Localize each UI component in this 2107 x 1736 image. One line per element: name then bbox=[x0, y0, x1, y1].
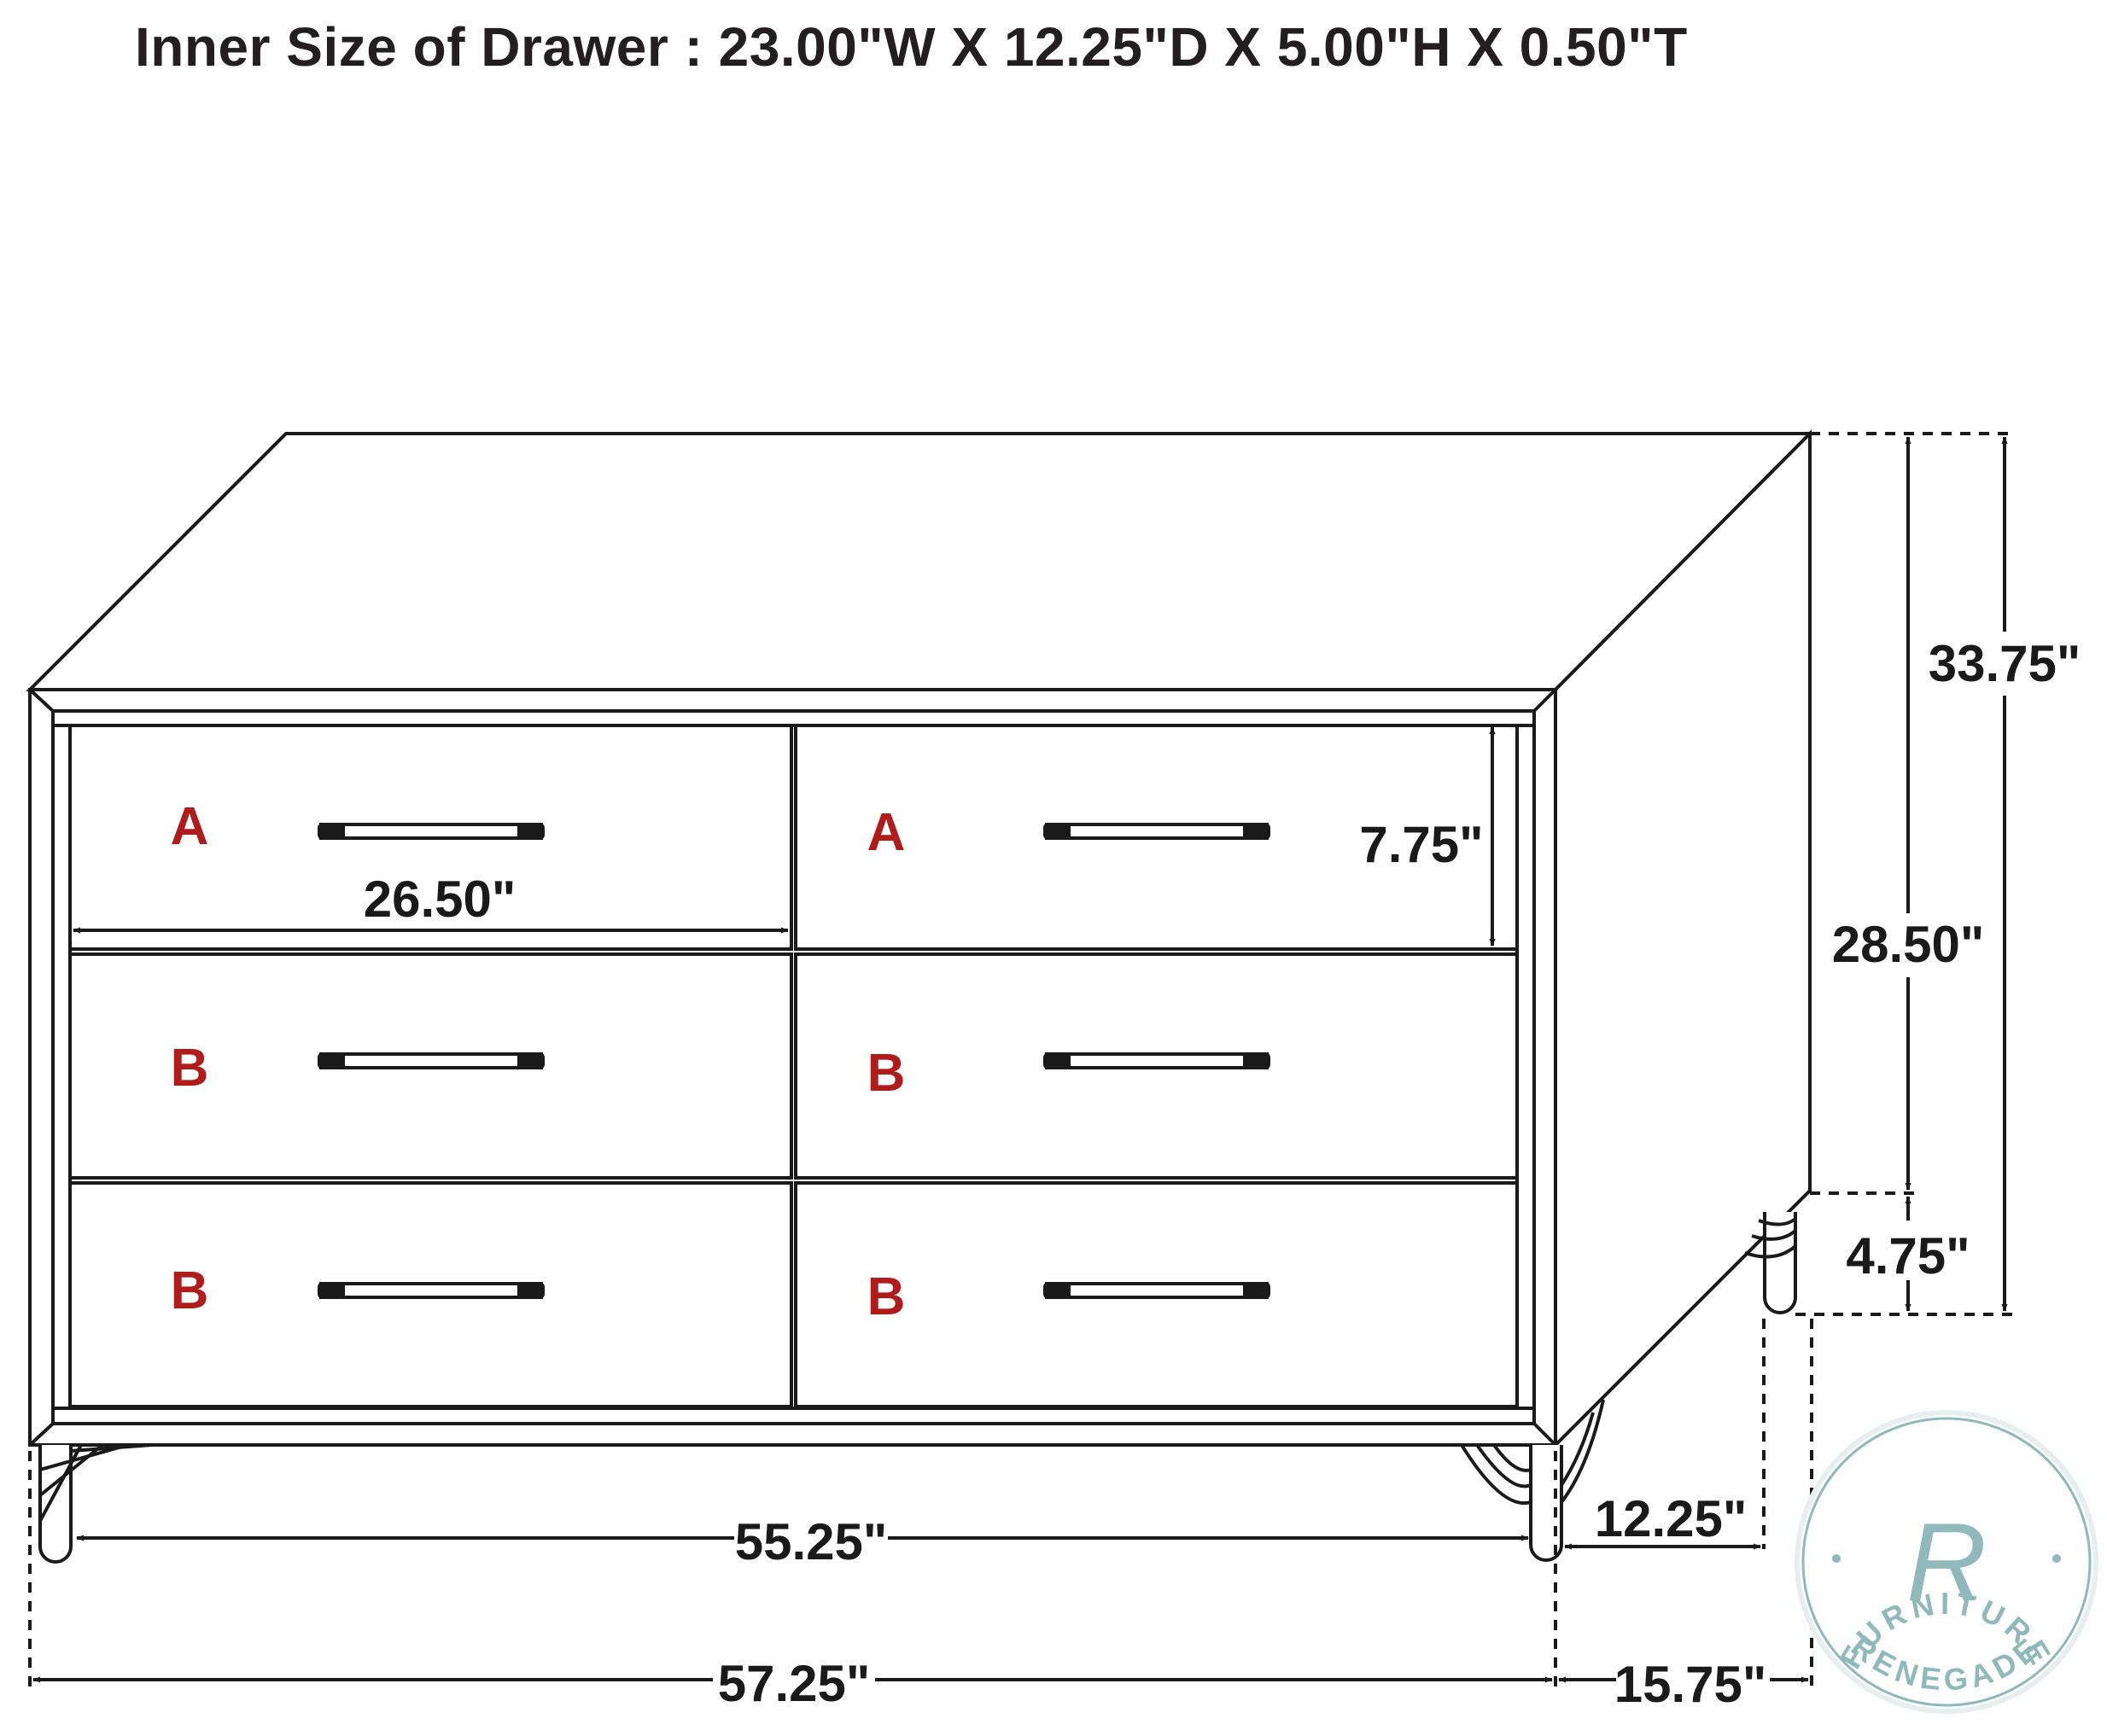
drawer-label-top-right: A bbox=[867, 803, 906, 862]
drawer-height-label: 7.75" bbox=[1359, 816, 1483, 873]
drawer-middle-right bbox=[794, 952, 1519, 1180]
drawer-middle-left bbox=[68, 952, 793, 1180]
dresser-front-inner-frame bbox=[51, 709, 1536, 1425]
logo-monogram: R bbox=[1906, 1500, 1987, 1624]
drawer-top-right bbox=[794, 724, 1519, 951]
drawer-label-middle-right: B bbox=[867, 1044, 906, 1103]
dresser-legs bbox=[38, 1212, 1797, 1564]
handle-top-left bbox=[318, 823, 545, 840]
drawer-label-middle-left: B bbox=[171, 1039, 209, 1098]
drawer-width-label: 26.50" bbox=[364, 871, 517, 928]
dresser-top-face bbox=[26, 432, 1814, 691]
renegade-furniture-logo: RENEGADE FURNITURE R bbox=[1795, 1410, 2098, 1714]
drawer-handles bbox=[318, 823, 1270, 1299]
total-height-label: 33.75" bbox=[1929, 635, 2081, 692]
handle-bottom-left bbox=[318, 1282, 545, 1299]
leg-height-label: 4.75" bbox=[1846, 1227, 1970, 1285]
handle-top-right bbox=[1043, 823, 1270, 840]
handle-middle-right bbox=[1043, 1052, 1270, 1069]
drawer-label-top-left: A bbox=[171, 797, 209, 856]
overall-depth-label: 15.75" bbox=[1614, 1656, 1767, 1713]
leg-front-left bbox=[38, 1443, 153, 1564]
dresser-body bbox=[26, 429, 1814, 1449]
drawer-inner-size-heading: Inner Size of Drawer : 23.00"W X 12.25"D… bbox=[135, 16, 1688, 78]
drawer-bottom-left bbox=[68, 1181, 793, 1408]
drawer-top-left bbox=[68, 724, 793, 951]
drawer-label-bottom-left: B bbox=[171, 1261, 209, 1320]
handle-middle-left bbox=[318, 1052, 545, 1069]
case-height-label: 28.50" bbox=[1832, 916, 1985, 973]
leg-span-width-label: 55.25" bbox=[735, 1513, 888, 1570]
leg-span-depth-label: 12.25" bbox=[1595, 1490, 1748, 1547]
drawer-bottom-right bbox=[794, 1181, 1519, 1408]
overall-width-label: 57.25" bbox=[718, 1655, 871, 1712]
drawer-label-bottom-right: B bbox=[867, 1267, 906, 1326]
handle-bottom-right bbox=[1043, 1282, 1270, 1299]
leg-back-right bbox=[1744, 1212, 1797, 1314]
